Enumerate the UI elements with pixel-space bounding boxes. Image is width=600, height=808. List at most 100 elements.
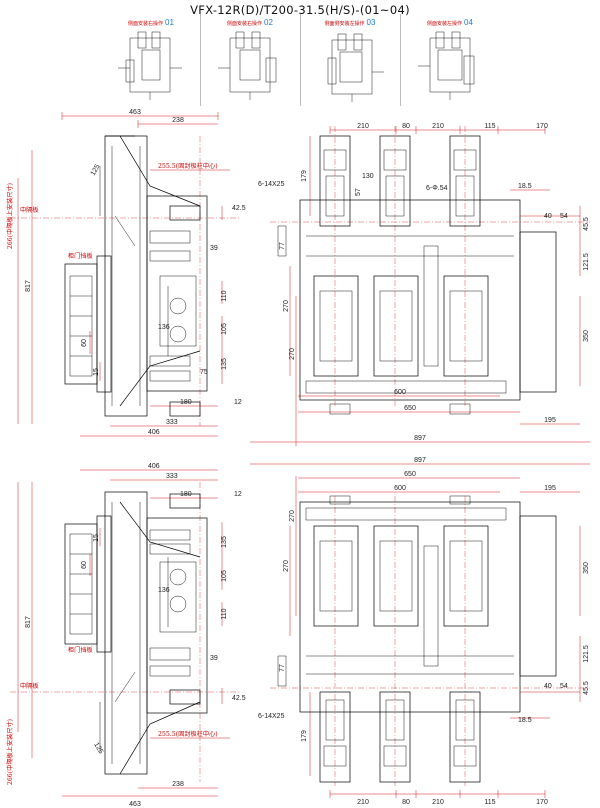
dim-210-a: 210 bbox=[357, 123, 369, 130]
dim-6-14x25: 6-14X25 bbox=[258, 713, 285, 720]
dim-210-b: 210 bbox=[432, 799, 444, 806]
dim-210-b: 210 bbox=[432, 123, 444, 130]
dim-136: 136 bbox=[158, 587, 170, 594]
dim-255-5: 255.5(固封极柱中心) bbox=[158, 162, 218, 170]
dim-463: 463 bbox=[129, 109, 141, 116]
dim-180: 180 bbox=[180, 399, 192, 406]
dim-897: 897 bbox=[414, 435, 426, 442]
dim-238: 238 bbox=[172, 117, 184, 124]
dim-179: 179 bbox=[301, 730, 308, 742]
dim-600: 600 bbox=[394, 485, 406, 492]
dim-270-b: 270 bbox=[289, 348, 296, 360]
dim-39: 39 bbox=[210, 655, 218, 662]
dim-121-5: 121.5 bbox=[583, 253, 590, 271]
dim-39: 39 bbox=[210, 245, 218, 252]
dim-650: 650 bbox=[404, 471, 416, 478]
dim-75: 75 bbox=[200, 369, 208, 376]
dim-18-5: 18.5 bbox=[518, 717, 532, 724]
dim-phi-54: 6-Φ.54 bbox=[426, 185, 448, 192]
dim-45-5: 45.5 bbox=[583, 681, 590, 695]
dim-255-5: 255.5(固封极柱中心) bbox=[158, 730, 218, 738]
dim-125: 125 bbox=[90, 163, 102, 177]
dim-897: 897 bbox=[414, 457, 426, 464]
dim-238: 238 bbox=[172, 781, 184, 788]
dim-270-b: 270 bbox=[289, 510, 296, 522]
dim-135: 135 bbox=[221, 358, 228, 370]
dim-12: 12 bbox=[234, 399, 242, 406]
dim-170: 170 bbox=[536, 123, 548, 130]
dim-210-a: 210 bbox=[357, 799, 369, 806]
dim-80: 80 bbox=[402, 799, 410, 806]
dim-42-5: 42.5 bbox=[232, 695, 246, 702]
dim-115: 115 bbox=[484, 799, 495, 806]
variant-04-sketch bbox=[418, 31, 475, 100]
dim-195: 195 bbox=[544, 485, 556, 492]
dim-12: 12 bbox=[234, 491, 242, 498]
dim-40: 40 bbox=[544, 683, 552, 690]
label-divider: 中隔板 bbox=[20, 682, 39, 690]
front-view-bottom: 897 650 600 195 270 270 350 121.5 45.5 4… bbox=[250, 457, 590, 806]
dim-15: 15 bbox=[93, 368, 100, 376]
variant-02-sketch bbox=[218, 31, 277, 100]
dim-270-a: 270 bbox=[283, 560, 290, 572]
dim-54: 54 bbox=[560, 683, 568, 690]
dim-130: 130 bbox=[362, 173, 374, 180]
dim-45-5: 45.5 bbox=[583, 217, 590, 231]
dim-125: 125 bbox=[92, 742, 104, 756]
dim-121-5: 121.5 bbox=[583, 645, 590, 663]
dim-60: 60 bbox=[81, 561, 88, 569]
front-view-top: 210 80 210 115 170 179 6-14X25 130 57 6-… bbox=[250, 123, 590, 446]
label-divider: 中隔板 bbox=[20, 206, 39, 214]
dim-15: 15 bbox=[93, 534, 100, 542]
dim-266: 266(中隔板上安装尺寸) bbox=[6, 183, 14, 249]
dim-105: 105 bbox=[221, 570, 228, 582]
dim-195: 195 bbox=[544, 417, 556, 424]
dim-350: 350 bbox=[583, 330, 590, 342]
dim-180: 180 bbox=[180, 491, 192, 498]
dim-170: 170 bbox=[536, 799, 548, 806]
dim-350: 350 bbox=[583, 562, 590, 574]
drawing-title: VFX-12R(D)/T200-31.5(H/S)-(01~04) bbox=[190, 3, 410, 17]
dim-600: 600 bbox=[394, 389, 406, 396]
side-view-bottom: 406 333 180 12 15 60 135 136 105 110 817… bbox=[6, 463, 246, 808]
dim-80: 80 bbox=[402, 123, 410, 130]
label-door: 柜门挡板 bbox=[68, 252, 93, 260]
dim-60: 60 bbox=[81, 339, 88, 347]
dim-406: 406 bbox=[148, 463, 160, 470]
dim-817: 817 bbox=[25, 616, 32, 628]
dim-817: 817 bbox=[25, 280, 32, 292]
dim-110: 110 bbox=[221, 608, 228, 619]
dim-18-5: 18.5 bbox=[518, 183, 532, 190]
dim-135: 135 bbox=[221, 536, 228, 548]
dim-110: 110 bbox=[221, 290, 228, 301]
variant-03-sketch bbox=[327, 33, 384, 102]
dim-57: 57 bbox=[355, 188, 362, 196]
side-view-top: 463 238 125 255.5(固封极柱中心) 266(中隔板上安装尺寸) … bbox=[6, 109, 246, 437]
dim-463: 463 bbox=[129, 801, 141, 808]
dim-333: 333 bbox=[166, 473, 178, 480]
dim-6-14x25: 6-14X25 bbox=[258, 181, 285, 188]
dim-54: 54 bbox=[560, 213, 568, 220]
label-door: 柜门挡板 bbox=[68, 646, 93, 654]
dim-77: 77 bbox=[279, 664, 286, 672]
dim-77: 77 bbox=[279, 242, 286, 250]
dim-42-5: 42.5 bbox=[232, 205, 246, 212]
dim-115: 115 bbox=[484, 123, 495, 130]
dim-650: 650 bbox=[404, 405, 416, 412]
dim-270-a: 270 bbox=[283, 300, 290, 312]
dim-40: 40 bbox=[544, 213, 552, 220]
dim-266: 266(中隔板上安装尺寸) bbox=[6, 719, 14, 785]
dim-105: 105 bbox=[221, 323, 228, 335]
variant-01-sketch bbox=[118, 31, 182, 100]
dim-406: 406 bbox=[148, 429, 160, 436]
dim-179: 179 bbox=[301, 170, 308, 182]
dim-136: 136 bbox=[158, 324, 170, 331]
